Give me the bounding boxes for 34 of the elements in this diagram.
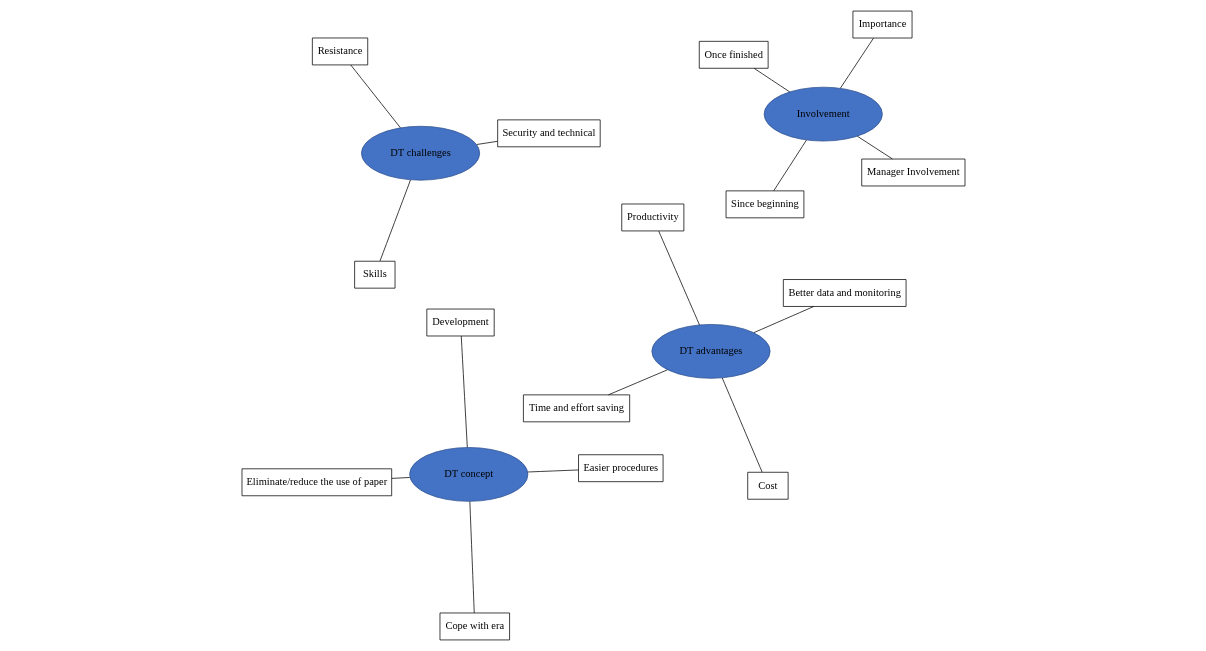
node-ellipse: Involvement xyxy=(763,86,883,142)
node-box: Eliminate/reduce the use of paper xyxy=(241,468,392,497)
connector xyxy=(468,501,475,614)
connector xyxy=(753,306,814,333)
connector xyxy=(839,37,874,89)
node-box: Cost xyxy=(746,471,788,500)
node-ellipse: DT advantages xyxy=(651,324,770,379)
connector xyxy=(460,335,468,448)
connector xyxy=(476,140,498,145)
node-ellipse: DT challenges xyxy=(360,125,480,181)
connector xyxy=(856,135,893,160)
connector xyxy=(526,469,579,473)
node-box: Importance xyxy=(852,10,912,39)
connector xyxy=(379,179,411,262)
node-box: Better data and monitoring xyxy=(782,279,906,307)
node-box: Productivity xyxy=(620,203,684,232)
node-box: Resistance xyxy=(311,37,368,66)
connector xyxy=(607,369,668,396)
connector xyxy=(390,477,410,479)
node-ellipse: DT concept xyxy=(408,447,528,502)
node-box: Since beginning xyxy=(725,190,804,219)
node-box: Once finished xyxy=(698,40,768,69)
node-box: Skills xyxy=(353,260,395,289)
connector xyxy=(753,68,790,93)
connector xyxy=(657,230,700,326)
connector xyxy=(349,64,401,129)
node-box: Easier procedures xyxy=(577,454,663,483)
connector xyxy=(721,377,762,473)
connector xyxy=(772,139,807,192)
node-box: Time and effort saving xyxy=(522,394,630,423)
node-box: Security and technical xyxy=(496,119,601,148)
node-box: Cope with era xyxy=(439,612,510,641)
node-box: Development xyxy=(425,308,495,337)
node-box: Manager Involvement xyxy=(860,158,965,187)
